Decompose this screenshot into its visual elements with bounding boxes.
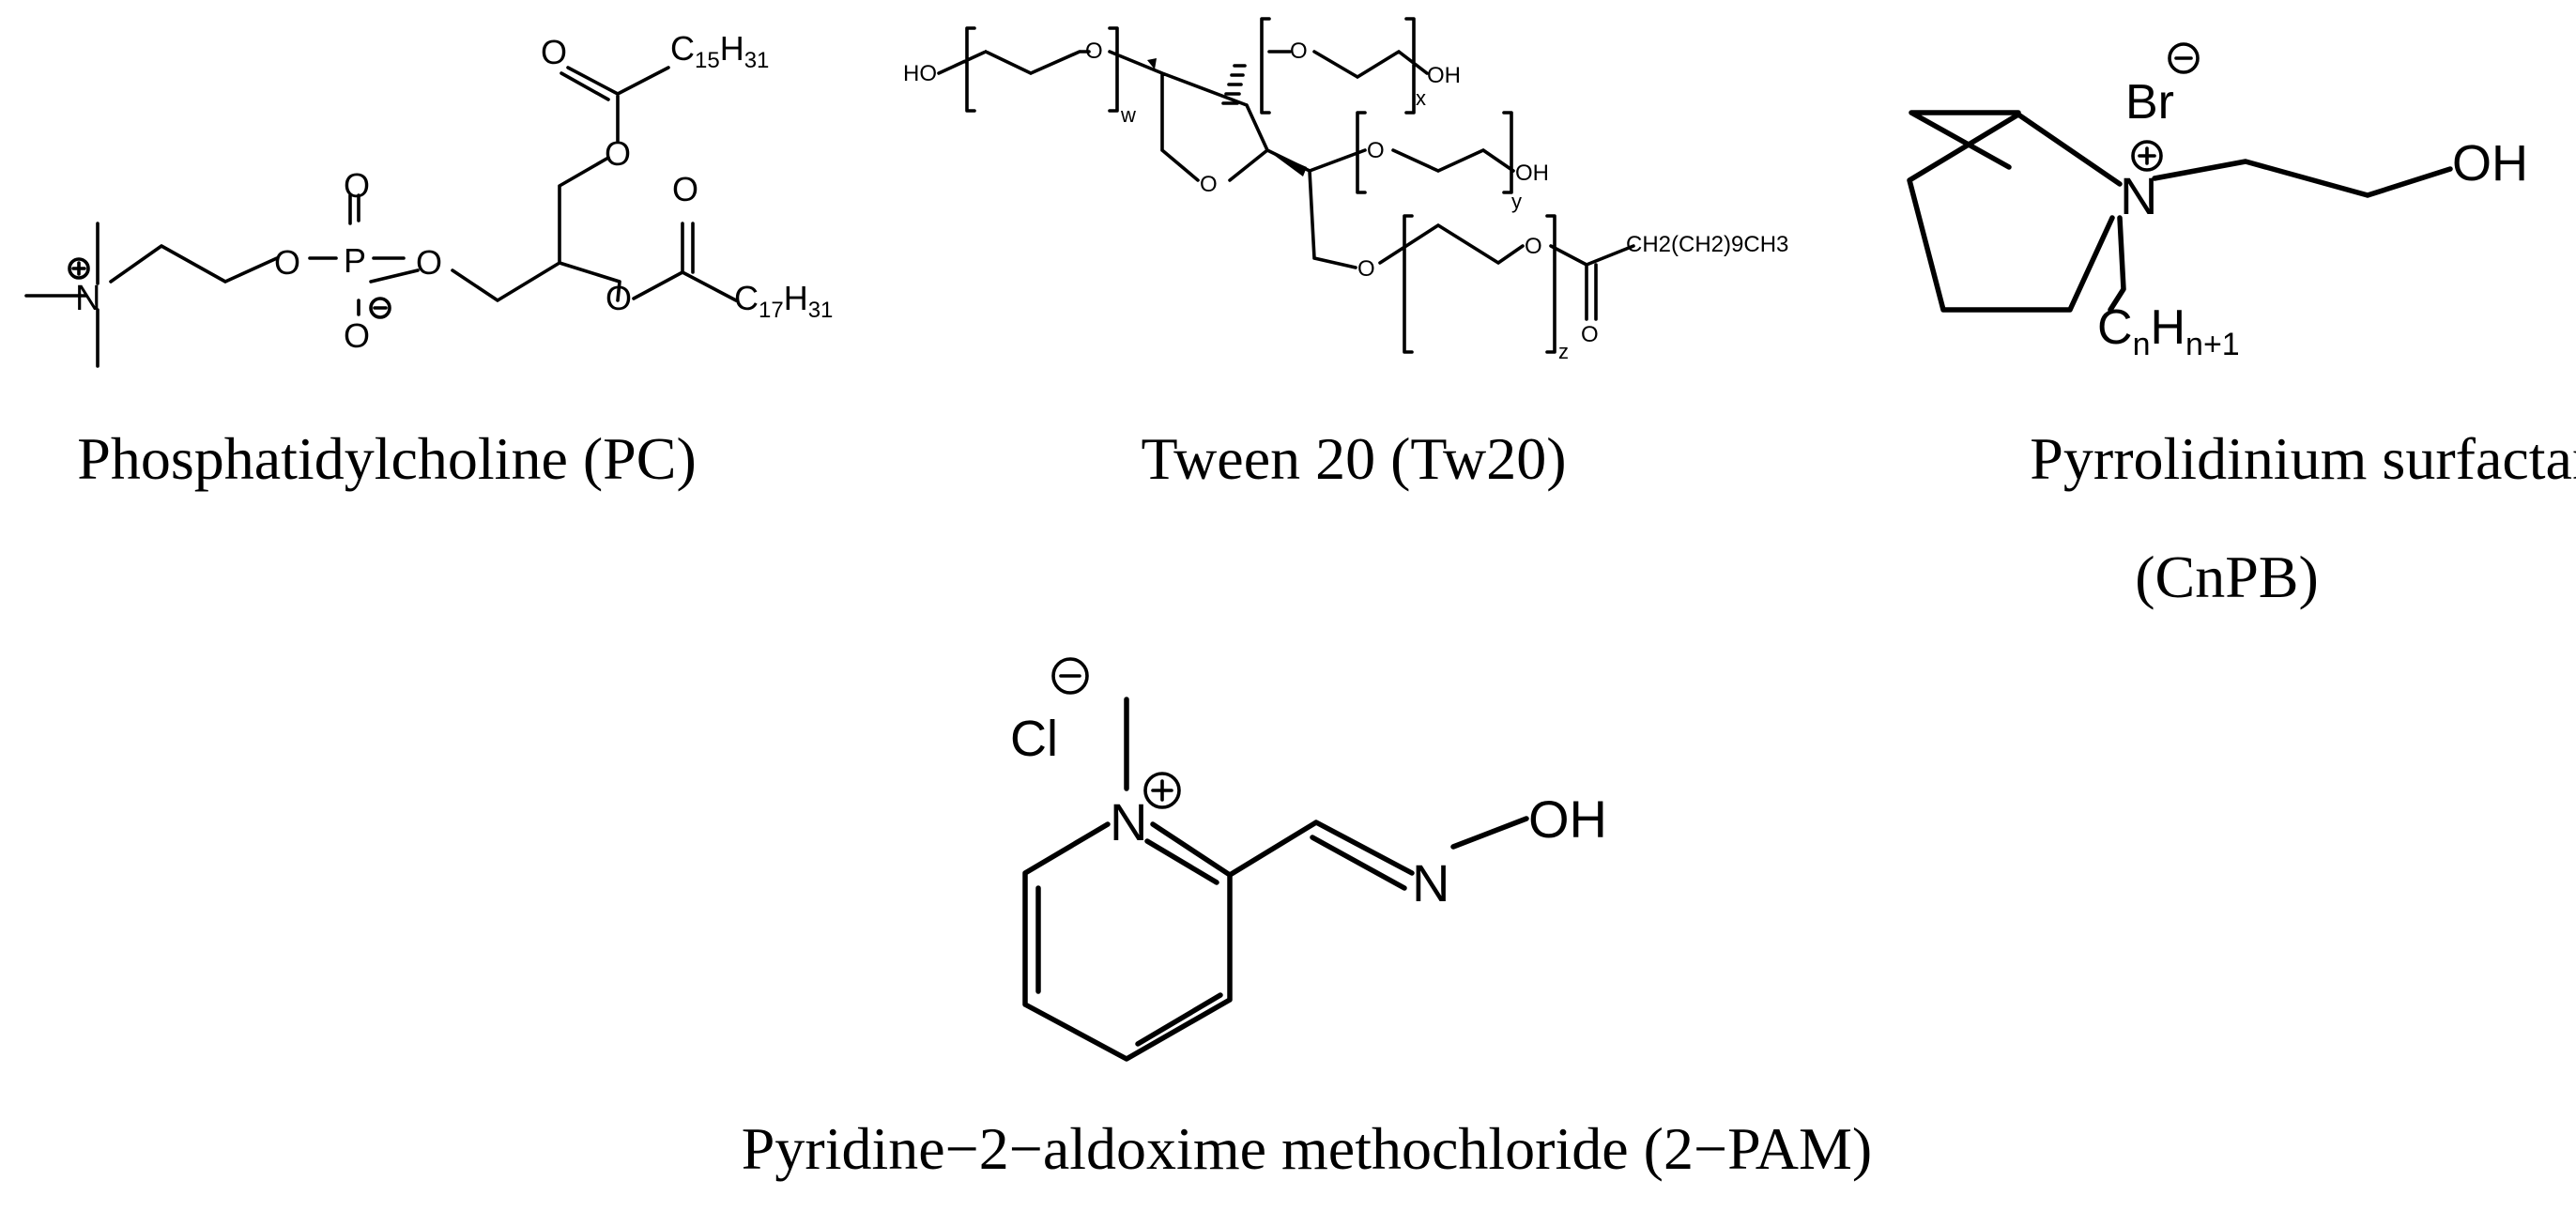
tw20-o-y-atom: O [1367, 138, 1385, 163]
structure-cnpb: N Br OH CnHn+1 Pyrrolidinium surfactant … [1907, 42, 2576, 610]
cnpb-ring [1907, 112, 2123, 313]
structure-2pam: N Cl N OH Pyridine−2−aldoxime methochlor… [742, 657, 1872, 1182]
tw20-o-x-atom: O [1290, 38, 1308, 64]
pc-o-carbonyl1-atom: O [541, 33, 567, 71]
pam-side-bonds [1124, 697, 1529, 891]
tw20-w-subscript: w [1120, 103, 1136, 127]
pam-cl-atom: Cl [1010, 711, 1058, 767]
pc-bonds [24, 66, 738, 368]
pam-ring-bonds [1022, 821, 1233, 1062]
pc-plus-charge-icon [68, 257, 90, 280]
pc-o-top-atom: O [344, 166, 370, 205]
cnpb-minus-charge-icon [2168, 42, 2200, 74]
pc-o4-atom: O [606, 279, 632, 317]
tw20-x-subscript: x [1416, 86, 1426, 110]
cnpb-cnhn1-label: CnHn+1 [2097, 300, 2240, 362]
structure-phosphatidylcholine: N O P O O O O O C15H31 O O C17H31 Phosph… [24, 29, 833, 492]
tw20-o-z2-atom: O [1525, 234, 1542, 259]
pc-o3-atom: O [605, 134, 631, 173]
cnpb-oh-label: OH [2452, 135, 2528, 192]
tw20-ho-label: HO [903, 61, 937, 86]
tw20-carbonyl-o-atom: O [1581, 322, 1599, 347]
cnpb-chains [2108, 159, 2453, 313]
tw20-caption: Tween 20 (Tw20) [1141, 425, 1566, 492]
pc-caption: Phosphatidylcholine (PC) [77, 425, 697, 492]
cnpb-br-atom: Br [2125, 75, 2174, 130]
cnpb-plus-charge-icon [2131, 140, 2163, 172]
tw20-ring-o-atom: O [1200, 172, 1218, 197]
pam-plus-charge-icon [1143, 772, 1181, 809]
pc-p-atom: P [344, 241, 366, 280]
pam-oh-label: OH [1528, 789, 1607, 849]
cnpb-caption-line2: (CnPB) [2135, 544, 2319, 610]
structure-tween20: HO O w O OH x O O OH y O O O z CH2(CH2)9… [903, 17, 1788, 492]
tw20-z-subscript: z [1558, 340, 1569, 363]
tw20-hash-bond [1221, 64, 1247, 105]
pc-n-atom: N [75, 279, 100, 318]
pc-o1-atom: O [274, 243, 300, 282]
pam-minus-charge-icon [1051, 657, 1089, 695]
pam-caption: Pyridine−2−aldoxime methochloride (2−PAM… [742, 1115, 1872, 1182]
tw20-wedge-2 [1267, 150, 1307, 176]
tw20-oh-x-label: OH [1427, 63, 1461, 88]
tw20-wedge-1 [1147, 58, 1157, 69]
tw20-tail-label: CH2(CH2)9CH3 [1626, 232, 1788, 257]
pc-c17h31-label: C17H31 [734, 279, 833, 323]
tw20-o-z1-atom: O [1357, 256, 1375, 282]
cnpb-caption-line1: Pyrrolidinium surfactant [2030, 425, 2576, 492]
pam-ring-n-atom: N [1110, 792, 1147, 851]
pc-minus-charge-icon [369, 297, 391, 319]
pc-o-carbonyl2-atom: O [672, 170, 698, 208]
pc-c15h31-label: C15H31 [670, 29, 769, 73]
cnpb-n-atom: N [2120, 166, 2157, 225]
tw20-o-w-atom: O [1085, 38, 1103, 64]
tw20-oh-y-label: OH [1515, 161, 1549, 186]
pc-o-neg-atom: O [344, 316, 370, 355]
tw20-y-subscript: y [1511, 190, 1522, 213]
pam-oxime-n-atom: N [1412, 853, 1449, 912]
cnpb-bonds [1909, 110, 2021, 170]
pc-o2-atom: O [416, 243, 442, 282]
